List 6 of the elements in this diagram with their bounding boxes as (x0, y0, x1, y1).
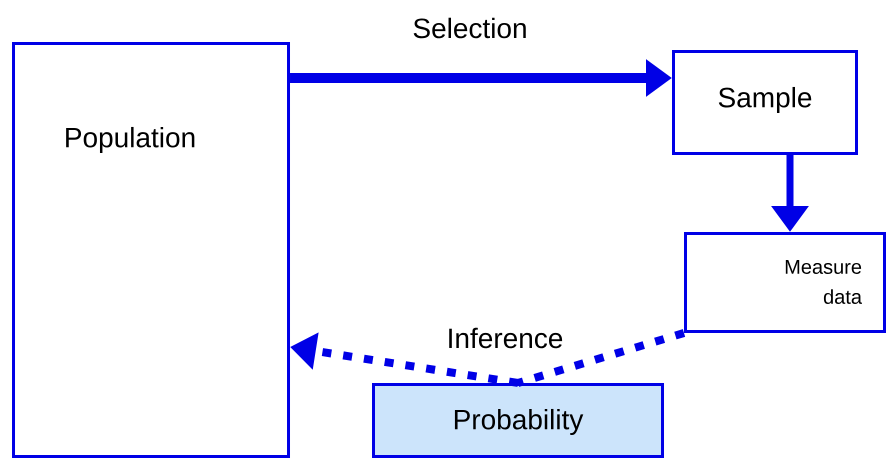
sample-box: Sample (672, 50, 858, 155)
population-box: Population (12, 42, 290, 458)
measure-data-box: Measure data (684, 232, 886, 333)
probability-box: Probability (372, 382, 664, 458)
edge-label: Selection (411, 16, 529, 40)
edge-label: Inference (446, 326, 564, 350)
